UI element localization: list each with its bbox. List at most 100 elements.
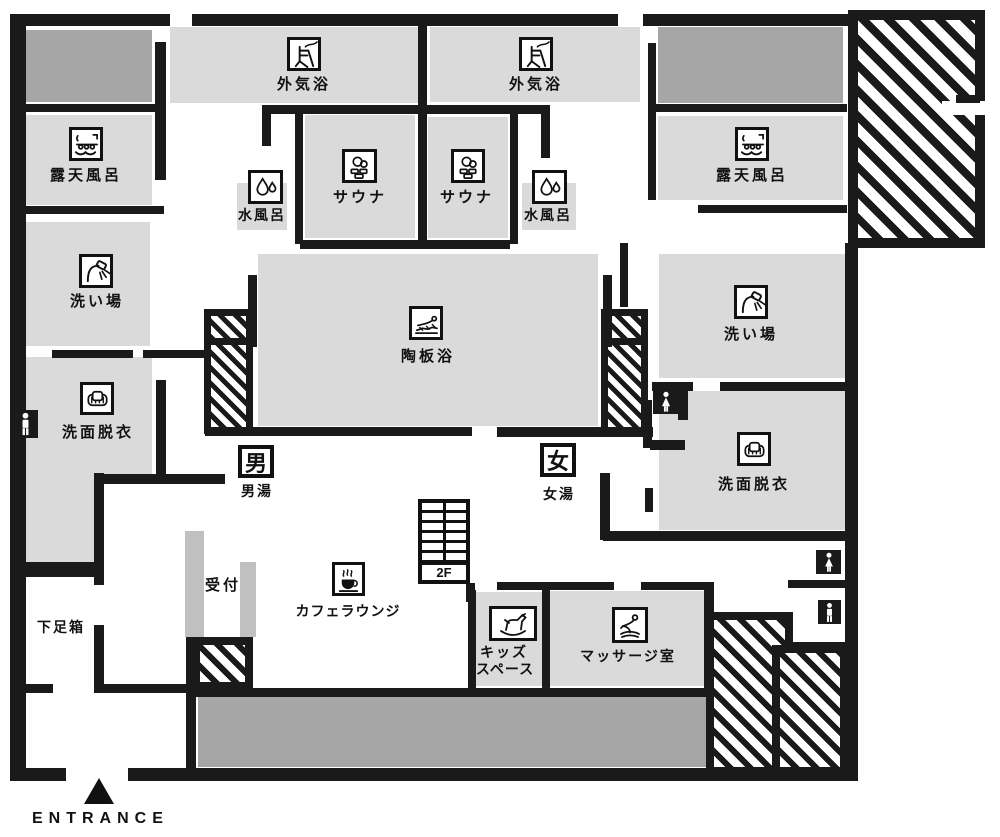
stairs-to-2f: 2F (418, 499, 470, 584)
steam-stones-icon (458, 155, 477, 179)
wall (300, 240, 510, 249)
kids-space-label-1: キッズ (480, 644, 528, 660)
wall (205, 427, 255, 436)
wall (143, 350, 205, 358)
open-air-bath-icon-box (287, 37, 321, 71)
open-air-tub-icon (740, 133, 764, 155)
wall (248, 275, 257, 347)
rotenburo-right-label: 露天風呂 (715, 167, 788, 184)
wall (600, 473, 610, 540)
wall (262, 114, 271, 146)
wall (643, 14, 855, 26)
wall (255, 427, 472, 436)
door-gap (942, 101, 985, 115)
wall (603, 531, 848, 541)
hatched-area-top-right (848, 10, 985, 248)
wall (497, 582, 614, 590)
water-drops-icon (540, 176, 561, 196)
cafe-lounge-label: カフェラウンジ (295, 603, 401, 619)
woman-pictogram-icon (661, 391, 670, 412)
wall (10, 684, 53, 693)
sauna-right-label: サウナ (439, 189, 494, 206)
women-symbol: 女 (546, 449, 569, 474)
dressing-room-icon-box (737, 432, 771, 466)
reclining-person-icon (620, 614, 640, 638)
wall (542, 590, 550, 688)
toilet-women-right (816, 550, 841, 574)
wall (12, 104, 160, 112)
coffee-cup-icon (338, 568, 359, 592)
rocking-horse-icon (500, 612, 527, 636)
pool-area-top-left (18, 30, 152, 102)
entrance-label: ENTRANCE (32, 810, 169, 827)
dressing-right-label: 洗面脱衣 (717, 476, 790, 493)
wall (97, 474, 225, 484)
cold-bath-icon-box (532, 170, 567, 204)
reception-counter-2 (240, 562, 256, 637)
room-dressing-left-strip (14, 476, 95, 562)
towel-basket-icon (86, 390, 108, 407)
wall (603, 275, 612, 347)
wall (128, 768, 855, 781)
open-air-bath-left-label: 外気浴 (276, 76, 331, 93)
washing-area-icon-box (734, 285, 768, 319)
wall (643, 400, 652, 448)
washing-left-label: 洗い場 (69, 293, 124, 310)
ceramic-bath-label: 陶板浴 (400, 348, 455, 365)
open-air-bath-icon-box (519, 37, 553, 71)
wall (652, 382, 693, 391)
wall (541, 114, 550, 158)
pool-area-bottom (198, 697, 712, 767)
washing-right-label: 洗い場 (723, 326, 778, 343)
wall (94, 473, 104, 585)
woman-pictogram-icon (824, 552, 833, 572)
women-bath-sign: 女 (540, 443, 576, 477)
wall (510, 114, 518, 244)
massage-label: マッサージ室 (580, 648, 676, 664)
wall (845, 243, 858, 781)
wall (155, 42, 166, 180)
shower-head-icon (86, 259, 110, 282)
deck-chair-icon (526, 40, 550, 68)
women-bath-label: 女湯 (543, 486, 575, 502)
wall (648, 43, 656, 200)
rotenburo-icon-box (69, 127, 103, 161)
wall (12, 206, 164, 214)
ceramic-bath-icon-box (409, 306, 443, 340)
wall (788, 580, 848, 588)
toilet-men-left (12, 410, 38, 438)
toilet-men-right (818, 600, 841, 624)
wall (192, 14, 618, 26)
toilet-women-inner (653, 389, 678, 414)
rotenburo-icon-box (735, 127, 769, 161)
water-drops-icon (256, 176, 277, 196)
stair-rail (442, 503, 446, 562)
open-air-bath-right-label: 外気浴 (508, 76, 563, 93)
wall (468, 590, 476, 688)
wall (790, 642, 848, 650)
sauna-left-label: サウナ (332, 189, 387, 206)
reception-label: 受付 (204, 577, 241, 594)
deck-chair-icon (294, 40, 318, 68)
room-ceramic-bath (258, 254, 598, 426)
wall (262, 105, 550, 114)
wall (650, 440, 685, 450)
cold-bath-right-label: 水風呂 (524, 207, 572, 223)
kids-space-label-2: スペース (475, 661, 535, 677)
entrance-arrow-icon (84, 778, 114, 804)
wall (10, 768, 66, 781)
men-symbol: 男 (244, 450, 267, 476)
wall (295, 114, 303, 244)
wall (656, 104, 847, 112)
shoe-box-label: 下足箱 (37, 619, 85, 635)
wall (196, 688, 714, 697)
hatched-area-reception (192, 637, 253, 690)
wall (10, 562, 101, 577)
men-bath-sign: 男 (238, 445, 274, 478)
wall (156, 380, 166, 477)
wall (720, 382, 847, 391)
wall (678, 382, 688, 420)
pool-area-top-right (658, 27, 843, 103)
hatched-area-bottom-right-b (772, 645, 848, 775)
